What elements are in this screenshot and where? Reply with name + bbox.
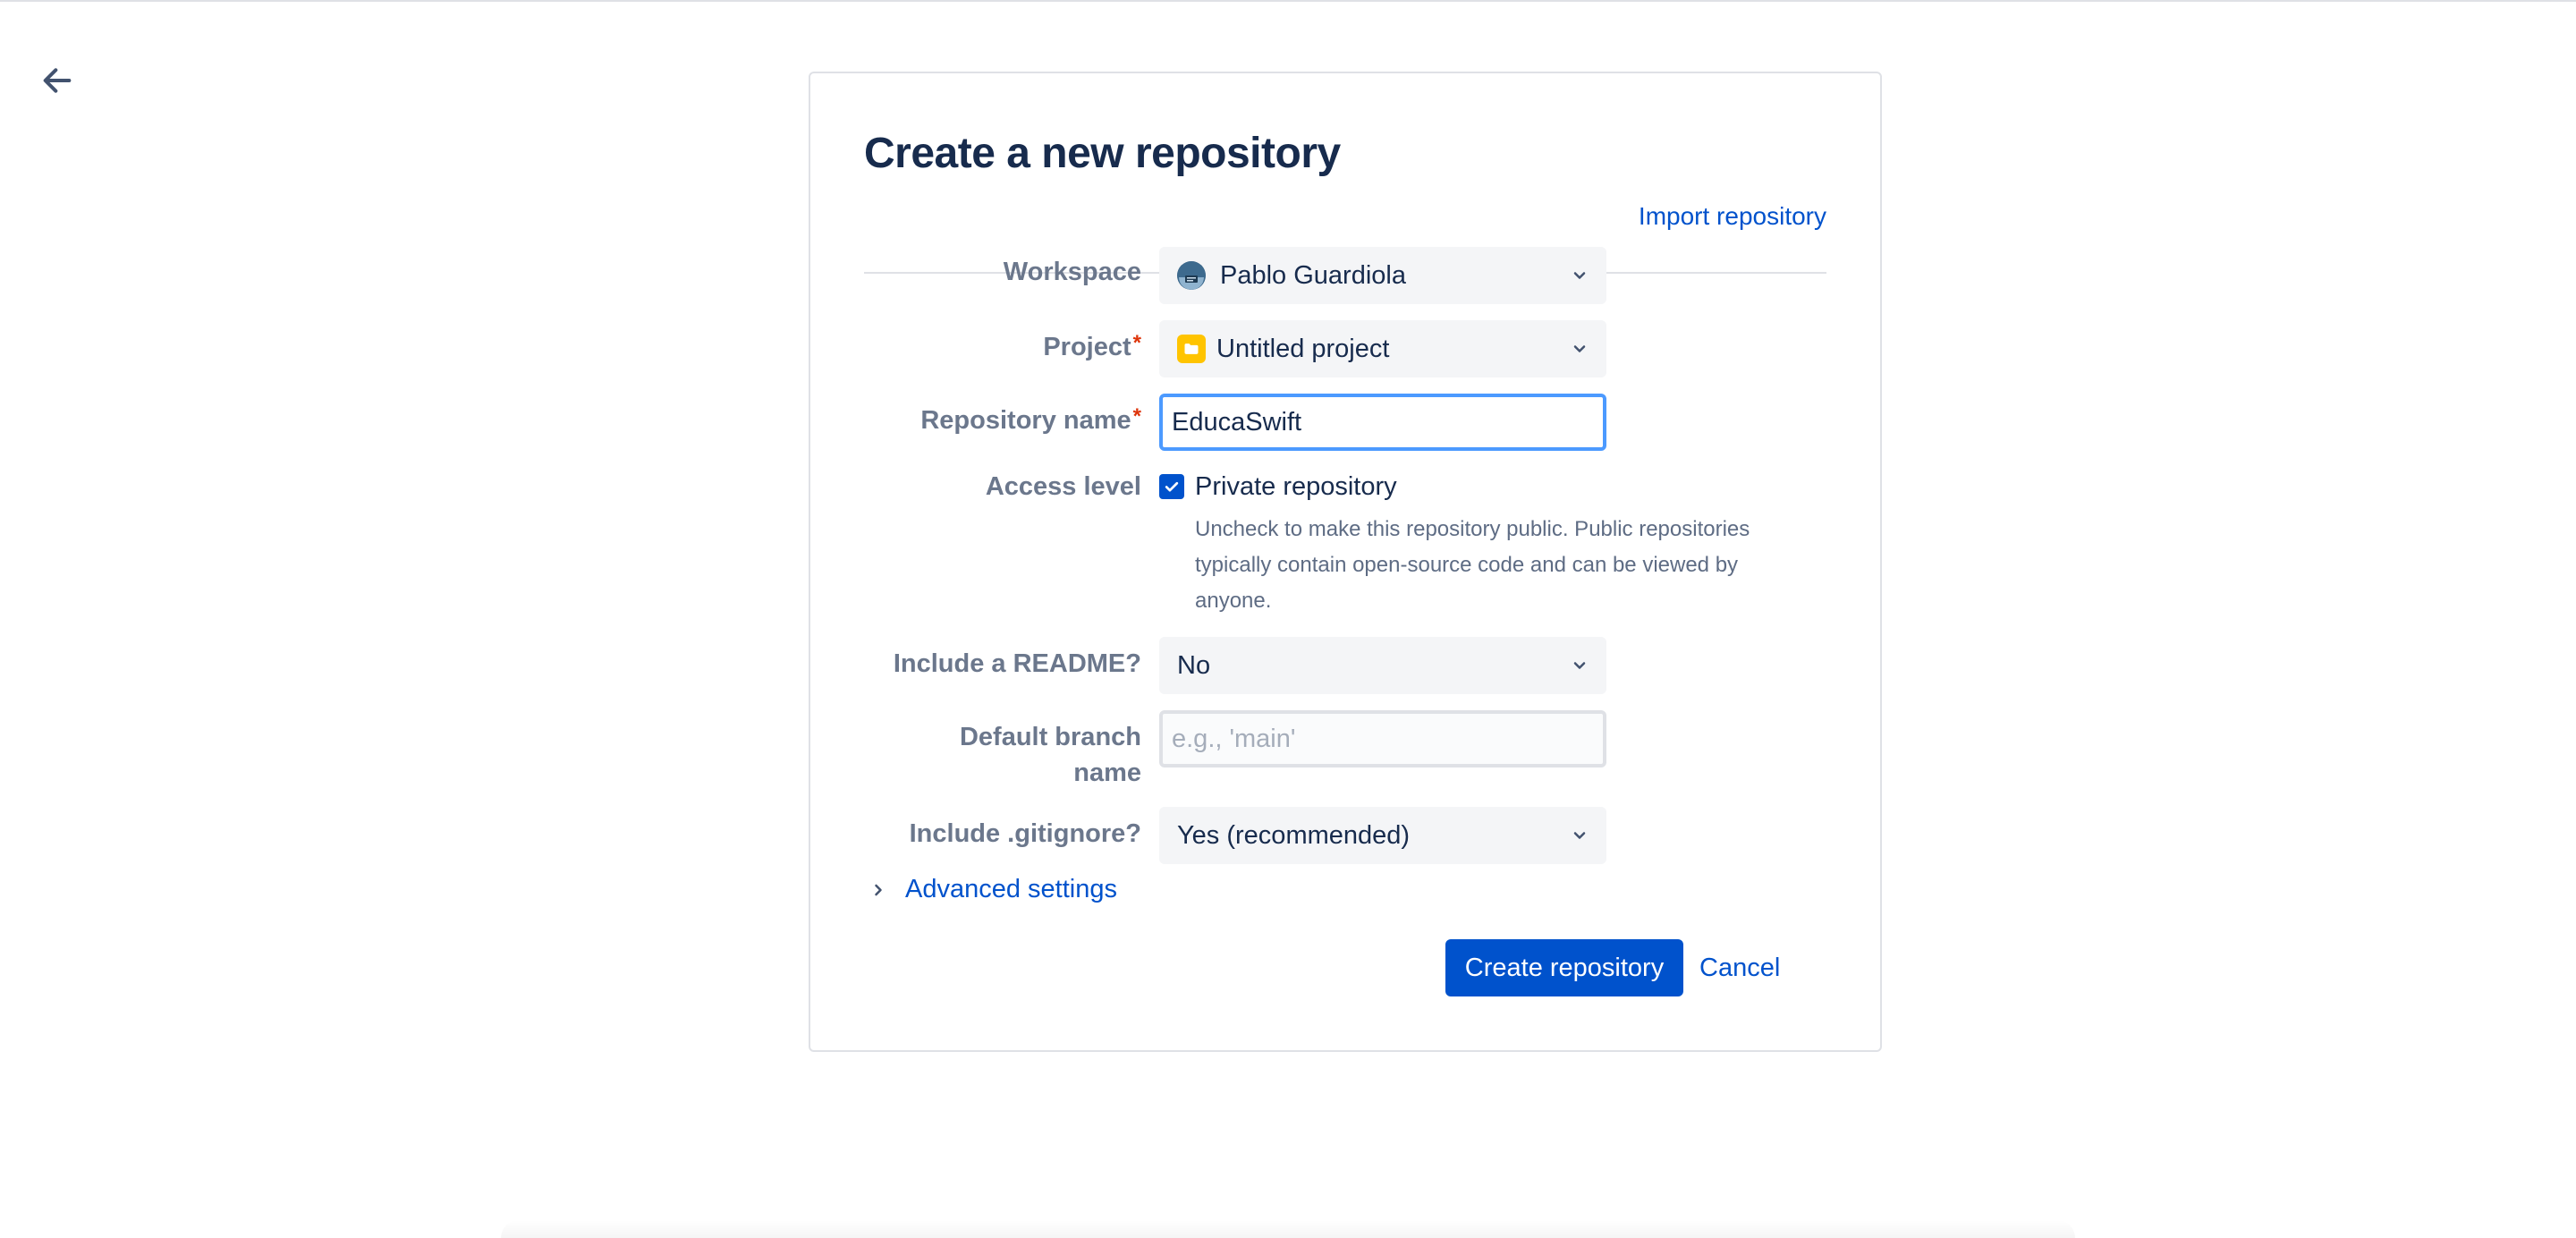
gitignore-value: Yes (recommended) [1177, 820, 1411, 850]
workspace-avatar [1177, 261, 1206, 290]
page-title: Create a new repository [864, 130, 1341, 177]
default-branch-label: Default branch name [959, 723, 1141, 787]
workspace-value: Pablo Guardiola [1220, 260, 1406, 290]
chevron-right-icon [875, 884, 882, 895]
gitignore-select[interactable]: Yes (recommended) [1159, 807, 1606, 864]
private-repository-checkbox[interactable] [1159, 474, 1184, 499]
readme-label: Include a README? [893, 649, 1141, 678]
advanced-settings-toggle[interactable]: Advanced settings [869, 875, 1117, 904]
repository-name-input[interactable] [1159, 394, 1606, 451]
bottom-shadow [501, 1220, 2075, 1238]
project-value: Untitled project [1216, 334, 1390, 363]
workspace-label: Workspace [1003, 258, 1141, 286]
create-repository-card: Create a new repository Import repositor… [809, 72, 1882, 1052]
gitignore-label: Include .gitignore? [909, 819, 1141, 848]
private-repository-label[interactable]: Private repository [1195, 472, 1397, 501]
chevron-down-icon [1573, 272, 1586, 279]
access-level-help-text: Uncheck to make this repository public. … [1195, 517, 1750, 613]
project-select[interactable]: Untitled project [1159, 320, 1606, 377]
chevron-down-icon [1573, 345, 1586, 352]
readme-value: No [1177, 650, 1211, 680]
required-mark: * [1132, 404, 1141, 428]
chevron-down-icon [1573, 832, 1586, 839]
repository-name-label: Repository name* [920, 404, 1141, 435]
back-button[interactable] [32, 55, 82, 106]
chevron-down-icon [1573, 662, 1586, 669]
import-repository-link[interactable]: Import repository [1638, 202, 1826, 230]
access-level-label: Access level [985, 472, 1141, 501]
project-label: Project* [1043, 331, 1141, 361]
advanced-settings-label: Advanced settings [905, 875, 1117, 903]
required-mark: * [1132, 331, 1141, 355]
readme-select[interactable]: No [1159, 637, 1606, 694]
workspace-select[interactable]: Pablo Guardiola [1159, 247, 1606, 304]
cancel-button[interactable]: Cancel [1699, 939, 1780, 996]
folder-icon [1177, 335, 1206, 363]
create-repository-button[interactable]: Create repository [1445, 939, 1683, 996]
default-branch-input[interactable] [1159, 710, 1606, 767]
top-divider [0, 0, 2576, 2]
arrow-left-icon [43, 68, 72, 93]
checkmark-icon [1165, 481, 1179, 492]
